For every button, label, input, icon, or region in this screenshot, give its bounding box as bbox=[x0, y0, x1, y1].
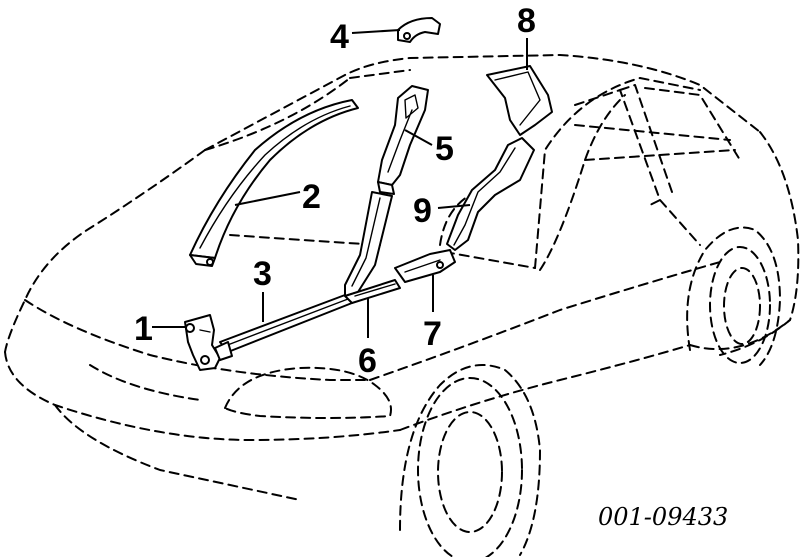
callout-8: 8 bbox=[517, 2, 536, 40]
part-4-handle bbox=[397, 17, 441, 43]
part-9-lower-pillar bbox=[446, 137, 535, 251]
callout-3: 3 bbox=[253, 255, 272, 293]
callout-9: 9 bbox=[413, 192, 432, 230]
callout-7: 7 bbox=[423, 315, 442, 353]
leader-lines bbox=[152, 29, 528, 338]
reference-number: 001-09433 bbox=[598, 503, 728, 531]
callout-labels: 1 2 3 4 5 6 7 8 9 bbox=[134, 2, 536, 380]
part-3-sill-plate bbox=[214, 294, 353, 361]
car-body-outline bbox=[4, 54, 800, 557]
callout-6: 6 bbox=[358, 342, 377, 380]
callout-1: 1 bbox=[134, 310, 153, 348]
callout-2: 2 bbox=[302, 178, 321, 216]
callout-5: 5 bbox=[435, 130, 454, 168]
callout-4: 4 bbox=[330, 18, 349, 56]
part-5-pillar-trim bbox=[377, 85, 429, 195]
part-1-bracket bbox=[184, 314, 221, 371]
part-8-upper-pillar bbox=[486, 65, 553, 136]
part-7-pillar-garnish bbox=[394, 249, 456, 283]
part-2-roof-trim bbox=[189, 99, 359, 267]
part-6-kick-strip bbox=[344, 191, 401, 304]
